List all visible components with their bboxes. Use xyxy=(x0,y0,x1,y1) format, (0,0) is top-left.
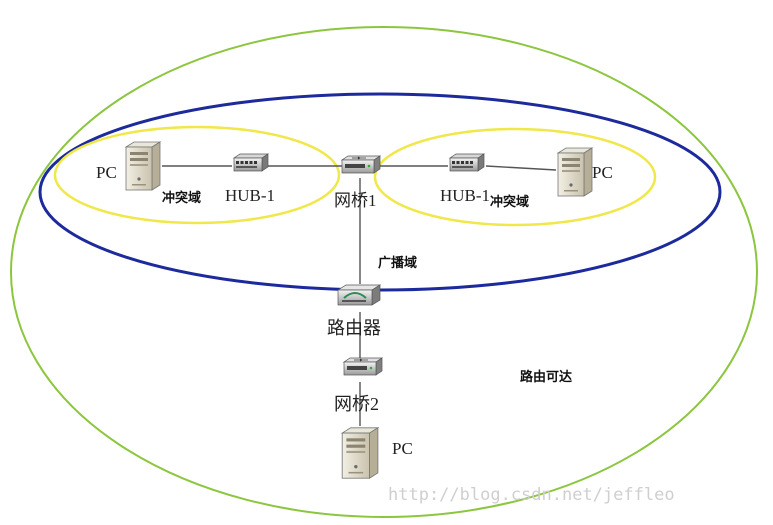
collision-domain-right-label: 冲突域 xyxy=(490,194,529,210)
pc-bottom-icon xyxy=(341,427,379,479)
pc-left-icon xyxy=(125,141,161,191)
router-label: 路由器 xyxy=(327,318,381,338)
watermark-text: http://blog.csdn.net/jeffleo xyxy=(388,485,675,505)
hub-left-label: HUB-1 xyxy=(225,186,275,205)
pc-left-label: PC xyxy=(96,163,117,182)
link-hub-right-pc-right xyxy=(485,165,557,171)
collision-domain-left-ellipse xyxy=(53,125,341,225)
routable-domain-label: 路由可达 xyxy=(520,369,572,385)
hub-left-icon xyxy=(233,153,269,172)
bridge2-icon xyxy=(343,357,383,376)
broadcast-domain-label: 广播域 xyxy=(378,255,417,271)
bridge1-label: 网桥1 xyxy=(334,191,377,210)
routable-domain-ellipse xyxy=(10,26,758,518)
bridge2-label: 网桥2 xyxy=(334,394,379,414)
network-links xyxy=(162,165,557,426)
bridge1-icon xyxy=(341,155,381,174)
router-icon xyxy=(337,284,381,306)
pc-right-icon xyxy=(557,147,593,197)
pc-right-label: PC xyxy=(592,163,613,182)
collision-domain-right-ellipse xyxy=(373,127,657,227)
hub-right-label: HUB-1 xyxy=(440,186,490,205)
hub-right-icon xyxy=(449,153,485,172)
collision-domain-left-label: 冲突域 xyxy=(162,190,201,206)
pc-bottom-label: PC xyxy=(392,439,413,458)
